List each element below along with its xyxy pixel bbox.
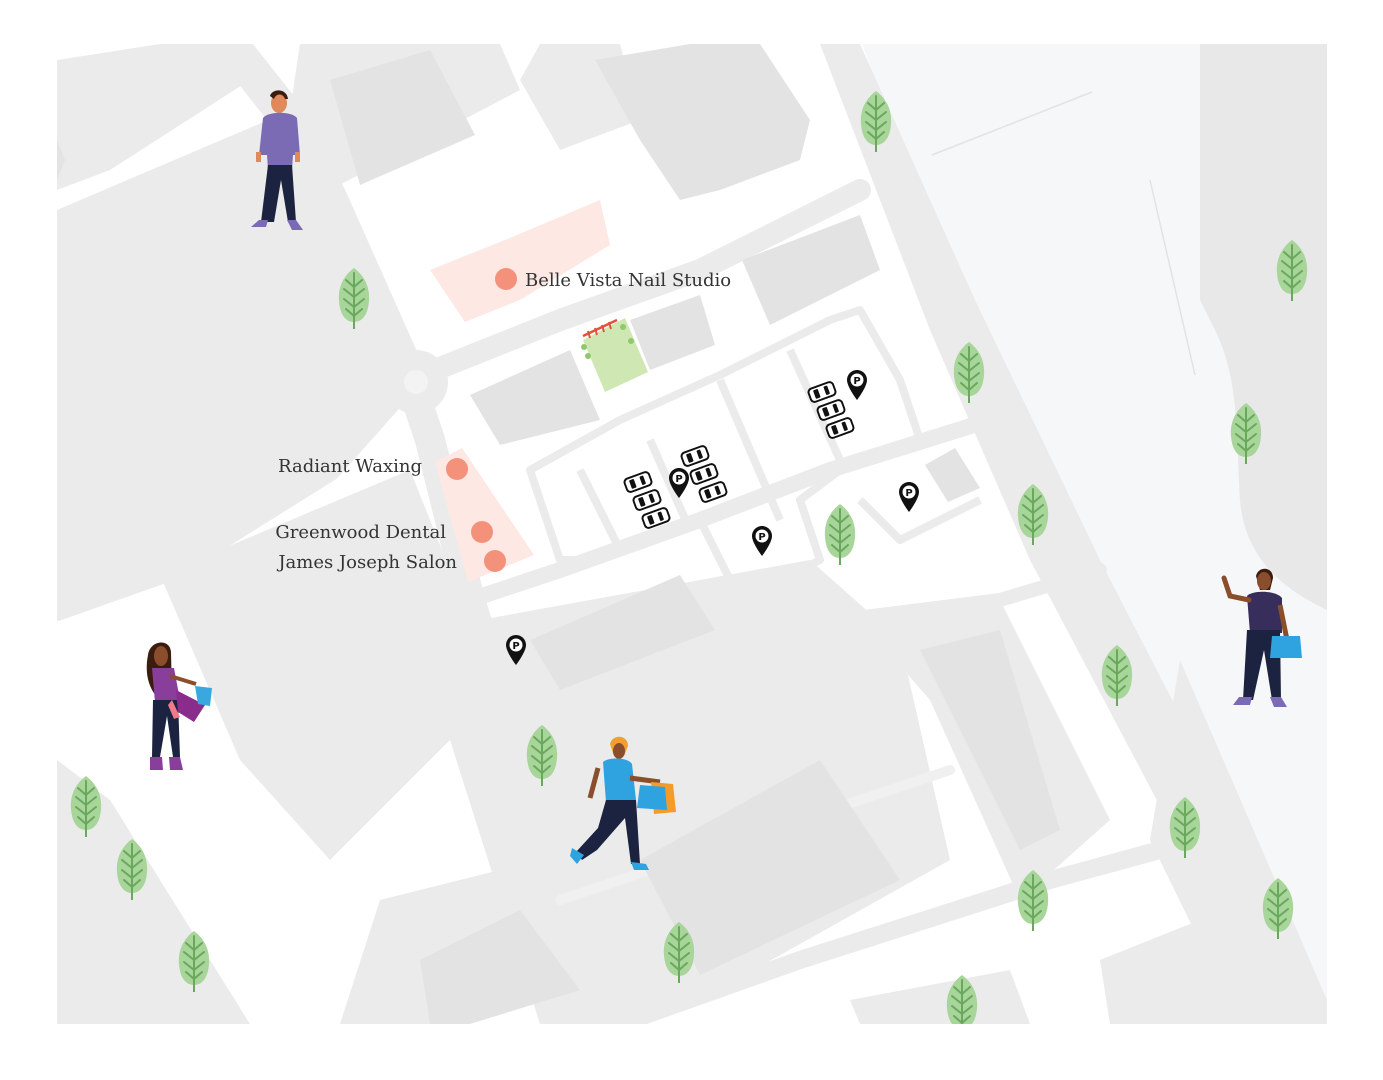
label-james-joseph[interactable]: James Joseph Salon: [276, 552, 457, 573]
place-markers: [446, 268, 517, 572]
far-bank-block: [1200, 44, 1327, 610]
person-man-waving: [1221, 568, 1302, 707]
place-labels: Belle Vista Nail Studio Radiant Waxing G…: [275, 270, 731, 573]
block-southeast: [1100, 920, 1240, 1024]
park: [581, 318, 648, 392]
parking-aisles: [196, 306, 982, 792]
person-man-standing: [251, 90, 303, 230]
label-belle-vista[interactable]: Belle Vista Nail Studio: [525, 270, 731, 291]
highlighted-buildings: [430, 200, 610, 582]
buildings: [57, 44, 1060, 1024]
person-man-walking: [570, 736, 676, 870]
poi-marker-belle-vista[interactable]: [495, 268, 517, 290]
person-woman-shopping: [146, 642, 212, 770]
label-greenwood-dental[interactable]: Greenwood Dental: [275, 522, 446, 543]
poi-marker-james-joseph[interactable]: [484, 550, 506, 572]
poi-marker-radiant-waxing[interactable]: [446, 458, 468, 480]
map-canvas: [57, 44, 1327, 1024]
poi-marker-greenwood-dental[interactable]: [471, 521, 493, 543]
block-se-2: [850, 970, 1030, 1024]
block-northwest: [57, 44, 250, 190]
label-radiant-waxing[interactable]: Radiant Waxing: [278, 456, 422, 477]
waterfront-block: [1150, 660, 1327, 1024]
